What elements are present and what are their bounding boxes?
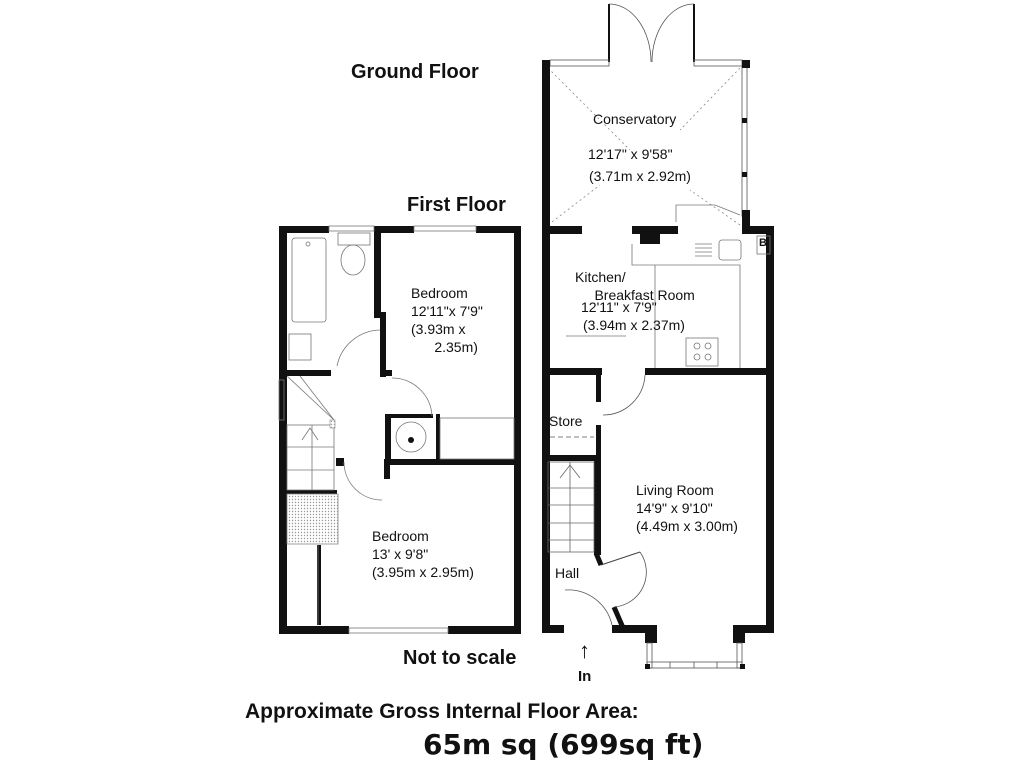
room-bedroom-1: Bedroom 12'11"x 7'9" (3.93m x 2.35m) <box>411 284 483 356</box>
room-store: Store <box>549 413 583 429</box>
first-floor-heading: First Floor <box>407 194 506 216</box>
room-conservatory: Conservatory <box>593 110 676 128</box>
boiler-marker: B <box>759 237 767 249</box>
room-name: Living Room <box>636 482 714 498</box>
room-dimensions-imperial: 12'17" x 9'58" <box>588 146 673 162</box>
room-dimensions-metric: (3.93m x 2.35m) <box>411 321 478 355</box>
room-hall: Hall <box>555 565 580 581</box>
entrance-label: In <box>578 668 592 685</box>
ground-floor-heading: Ground Floor <box>351 61 479 83</box>
floor-area-title: Approximate Gross Internal Floor Area: <box>245 700 639 723</box>
room-dimensions-imperial: 14'9" x 9'10" <box>636 500 713 516</box>
room-kitchen-breakfast: Kitchen/ Breakfast Room 12'11" x 7'9" (3… <box>575 268 695 334</box>
ground-floor-plan <box>542 3 774 669</box>
room-dimensions-metric: (3.94m x 2.37m) <box>583 317 685 333</box>
not-to-scale-note: Not to scale <box>403 647 517 669</box>
room-dimensions-metric: (3.71m x 2.92m) <box>589 168 691 184</box>
room-name: Conservatory <box>593 111 677 127</box>
room-name: Bedroom <box>372 528 429 544</box>
room-dimensions-metric: (4.49m x 3.00m) <box>636 518 738 534</box>
entrance-arrow-icon: ↑ <box>579 638 590 663</box>
floor-area-value: 65m sq (699sq ft) <box>423 728 704 761</box>
room-name: Bedroom <box>411 285 468 301</box>
room-dimensions-imperial: 12'11" x 7'9" <box>581 299 657 315</box>
room-name: Kitchen/ Breakfast Room <box>575 269 695 303</box>
room-bedroom-2: Bedroom 13' x 9'8" (3.95m x 2.95m) <box>372 527 474 581</box>
room-dimensions-metric: (3.95m x 2.95m) <box>372 564 474 580</box>
room-living: Living Room 14'9" x 9'10" (4.49m x 3.00m… <box>636 481 738 535</box>
room-dimensions-imperial: 13' x 9'8" <box>372 546 429 562</box>
room-dimensions-imperial: 12'11"x 7'9" <box>411 303 483 319</box>
first-floor-plan <box>278 225 521 634</box>
